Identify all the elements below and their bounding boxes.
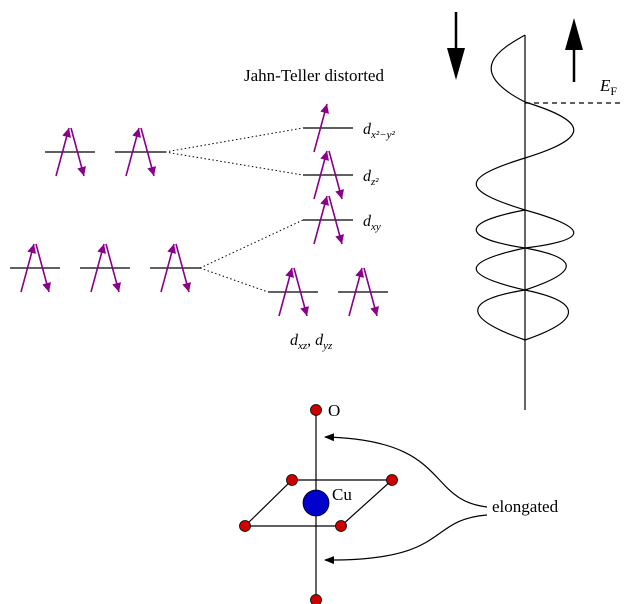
energy-levels — [10, 127, 388, 293]
spin-down-arrow-icon — [35, 243, 51, 293]
spin-down-arrow-icon — [328, 150, 344, 200]
spin-down-arrow-icon — [105, 243, 121, 293]
spin-up-arrow-icon — [125, 127, 141, 177]
spin-up-arrow-icon — [313, 103, 329, 153]
fermi-level-label: EF — [599, 76, 617, 98]
oxygen-atom-front-right — [335, 520, 347, 532]
spin-up-arrow-icon — [565, 18, 583, 82]
electron-spins — [20, 103, 379, 317]
spin-up-arrow-icon — [348, 267, 364, 317]
spin-down-arrow-icon — [293, 267, 309, 317]
spin-up-arrow-icon — [90, 243, 106, 293]
spin-down-arrow-icon — [447, 12, 465, 80]
octahedron: O Cu — [239, 401, 398, 604]
elongated-arrow-bottom — [324, 514, 488, 565]
spin-down-arrow-icon — [70, 127, 86, 177]
spin-up-arrow-icon — [313, 150, 329, 200]
oxygen-atom-top — [310, 404, 322, 416]
spin-down-arrow-icon — [363, 267, 379, 317]
spin-up-arrow-icon — [278, 267, 294, 317]
dos-curve — [475, 34, 575, 341]
density-of-states: EF — [475, 34, 620, 410]
spin-up-arrow-icon — [20, 243, 36, 293]
spin-down-arrow-icon — [175, 243, 191, 293]
orbital-label-dz2: dz² — [363, 168, 379, 188]
copper-atom — [302, 489, 330, 517]
orbital-label-dxy: dxy — [363, 213, 381, 233]
orbital-label-dx2y2: dx²−y² — [363, 121, 395, 141]
correlation-line-t2g-down — [199, 267, 269, 293]
orbital-label-dxz-dyz: dxz, dyz — [290, 332, 333, 352]
oxygen-atom-back-left — [286, 474, 298, 486]
spin-up-arrow-icon — [55, 127, 71, 177]
spin-down-arrow-icon — [140, 127, 156, 177]
oxygen-atom-back-right — [386, 474, 398, 486]
copper-label: Cu — [332, 485, 352, 504]
spin-down-arrow-icon — [328, 195, 344, 245]
oxygen-atom-bottom — [310, 594, 322, 604]
spin-up-arrow-icon — [313, 195, 329, 245]
oxygen-atom-front-left — [239, 520, 251, 532]
diagram-title: Jahn-Teller distorted — [244, 66, 384, 85]
oxygen-label: O — [328, 401, 340, 420]
spin-up-arrow-icon — [160, 243, 176, 293]
correlation-line-t2g-up — [199, 219, 304, 269]
elongated-arrow-top — [324, 433, 488, 508]
elongated-label: elongated — [492, 497, 559, 516]
correlation-line-eg-up — [164, 127, 304, 153]
correlation-line-eg-down — [164, 151, 304, 176]
